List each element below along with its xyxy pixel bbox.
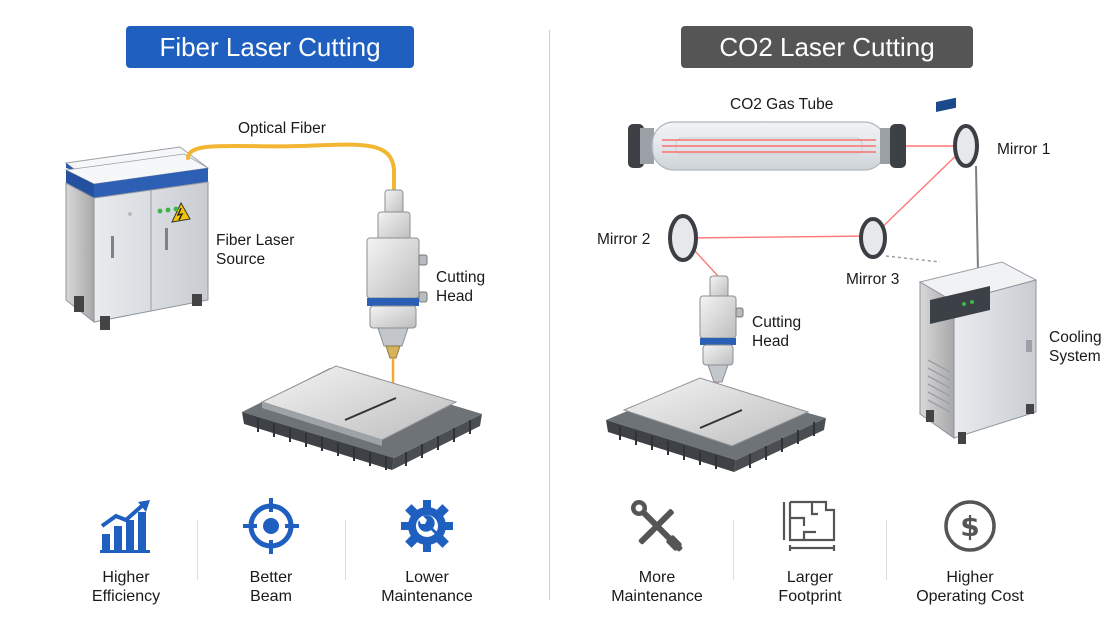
crosshair-target-icon xyxy=(241,496,301,556)
dollar-coin-icon: $ xyxy=(940,496,1000,556)
mirror-1 xyxy=(955,126,978,272)
mirror-3 xyxy=(861,219,940,262)
co2-gas-tube-label: CO2 Gas Tube xyxy=(730,95,833,114)
wrench-screwdriver-icon xyxy=(627,496,687,556)
fiber-laser-source-label: Fiber Laser Source xyxy=(216,231,294,269)
mirror-1-label: Mirror 1 xyxy=(997,140,1050,159)
cooling-system-label: Cooling System xyxy=(1049,328,1102,366)
feature-higher-operating-cost: $ Higher Operating Cost xyxy=(895,496,1045,606)
mirror-2-label: Mirror 2 xyxy=(597,230,650,249)
mirror-2 xyxy=(670,216,696,260)
feature-divider xyxy=(886,520,887,580)
gear-wrench-icon xyxy=(397,496,457,556)
feature-text: More Maintenance xyxy=(582,568,732,606)
co2-gas-tube xyxy=(628,122,906,170)
feature-text: Lower Maintenance xyxy=(352,568,502,606)
feature-text: Higher Operating Cost xyxy=(895,568,1045,606)
co2-cutting-head-label: Cutting Head xyxy=(752,313,801,351)
feature-divider xyxy=(733,520,734,580)
fiber-laser-source-cabinet xyxy=(66,147,208,330)
fiber-cutting-head xyxy=(367,190,427,358)
feature-better-beam: Better Beam xyxy=(196,496,346,606)
optical-fiber-label: Optical Fiber xyxy=(238,119,326,138)
feature-text: Larger Footprint xyxy=(735,568,885,606)
co2-cutting-head xyxy=(700,276,743,382)
fiber-cutting-head-label: Cutting Head xyxy=(436,268,485,306)
fiber-work-table xyxy=(242,366,482,470)
floor-plan-icon xyxy=(780,496,840,556)
mirror-3-label: Mirror 3 xyxy=(846,270,899,289)
feature-divider xyxy=(345,520,346,580)
feature-more-maintenance: More Maintenance xyxy=(582,496,732,606)
feature-higher-efficiency: Higher Efficiency xyxy=(51,496,201,606)
feature-text: Better Beam xyxy=(196,568,346,606)
svg-text:$: $ xyxy=(960,510,979,543)
rising-bar-chart-icon xyxy=(96,496,156,556)
feature-lower-maintenance: Lower Maintenance xyxy=(352,496,502,606)
optical-fiber-cable xyxy=(188,145,394,192)
feature-larger-footprint: Larger Footprint xyxy=(735,496,885,606)
co2-work-table xyxy=(606,378,826,472)
feature-text: Higher Efficiency xyxy=(51,568,201,606)
